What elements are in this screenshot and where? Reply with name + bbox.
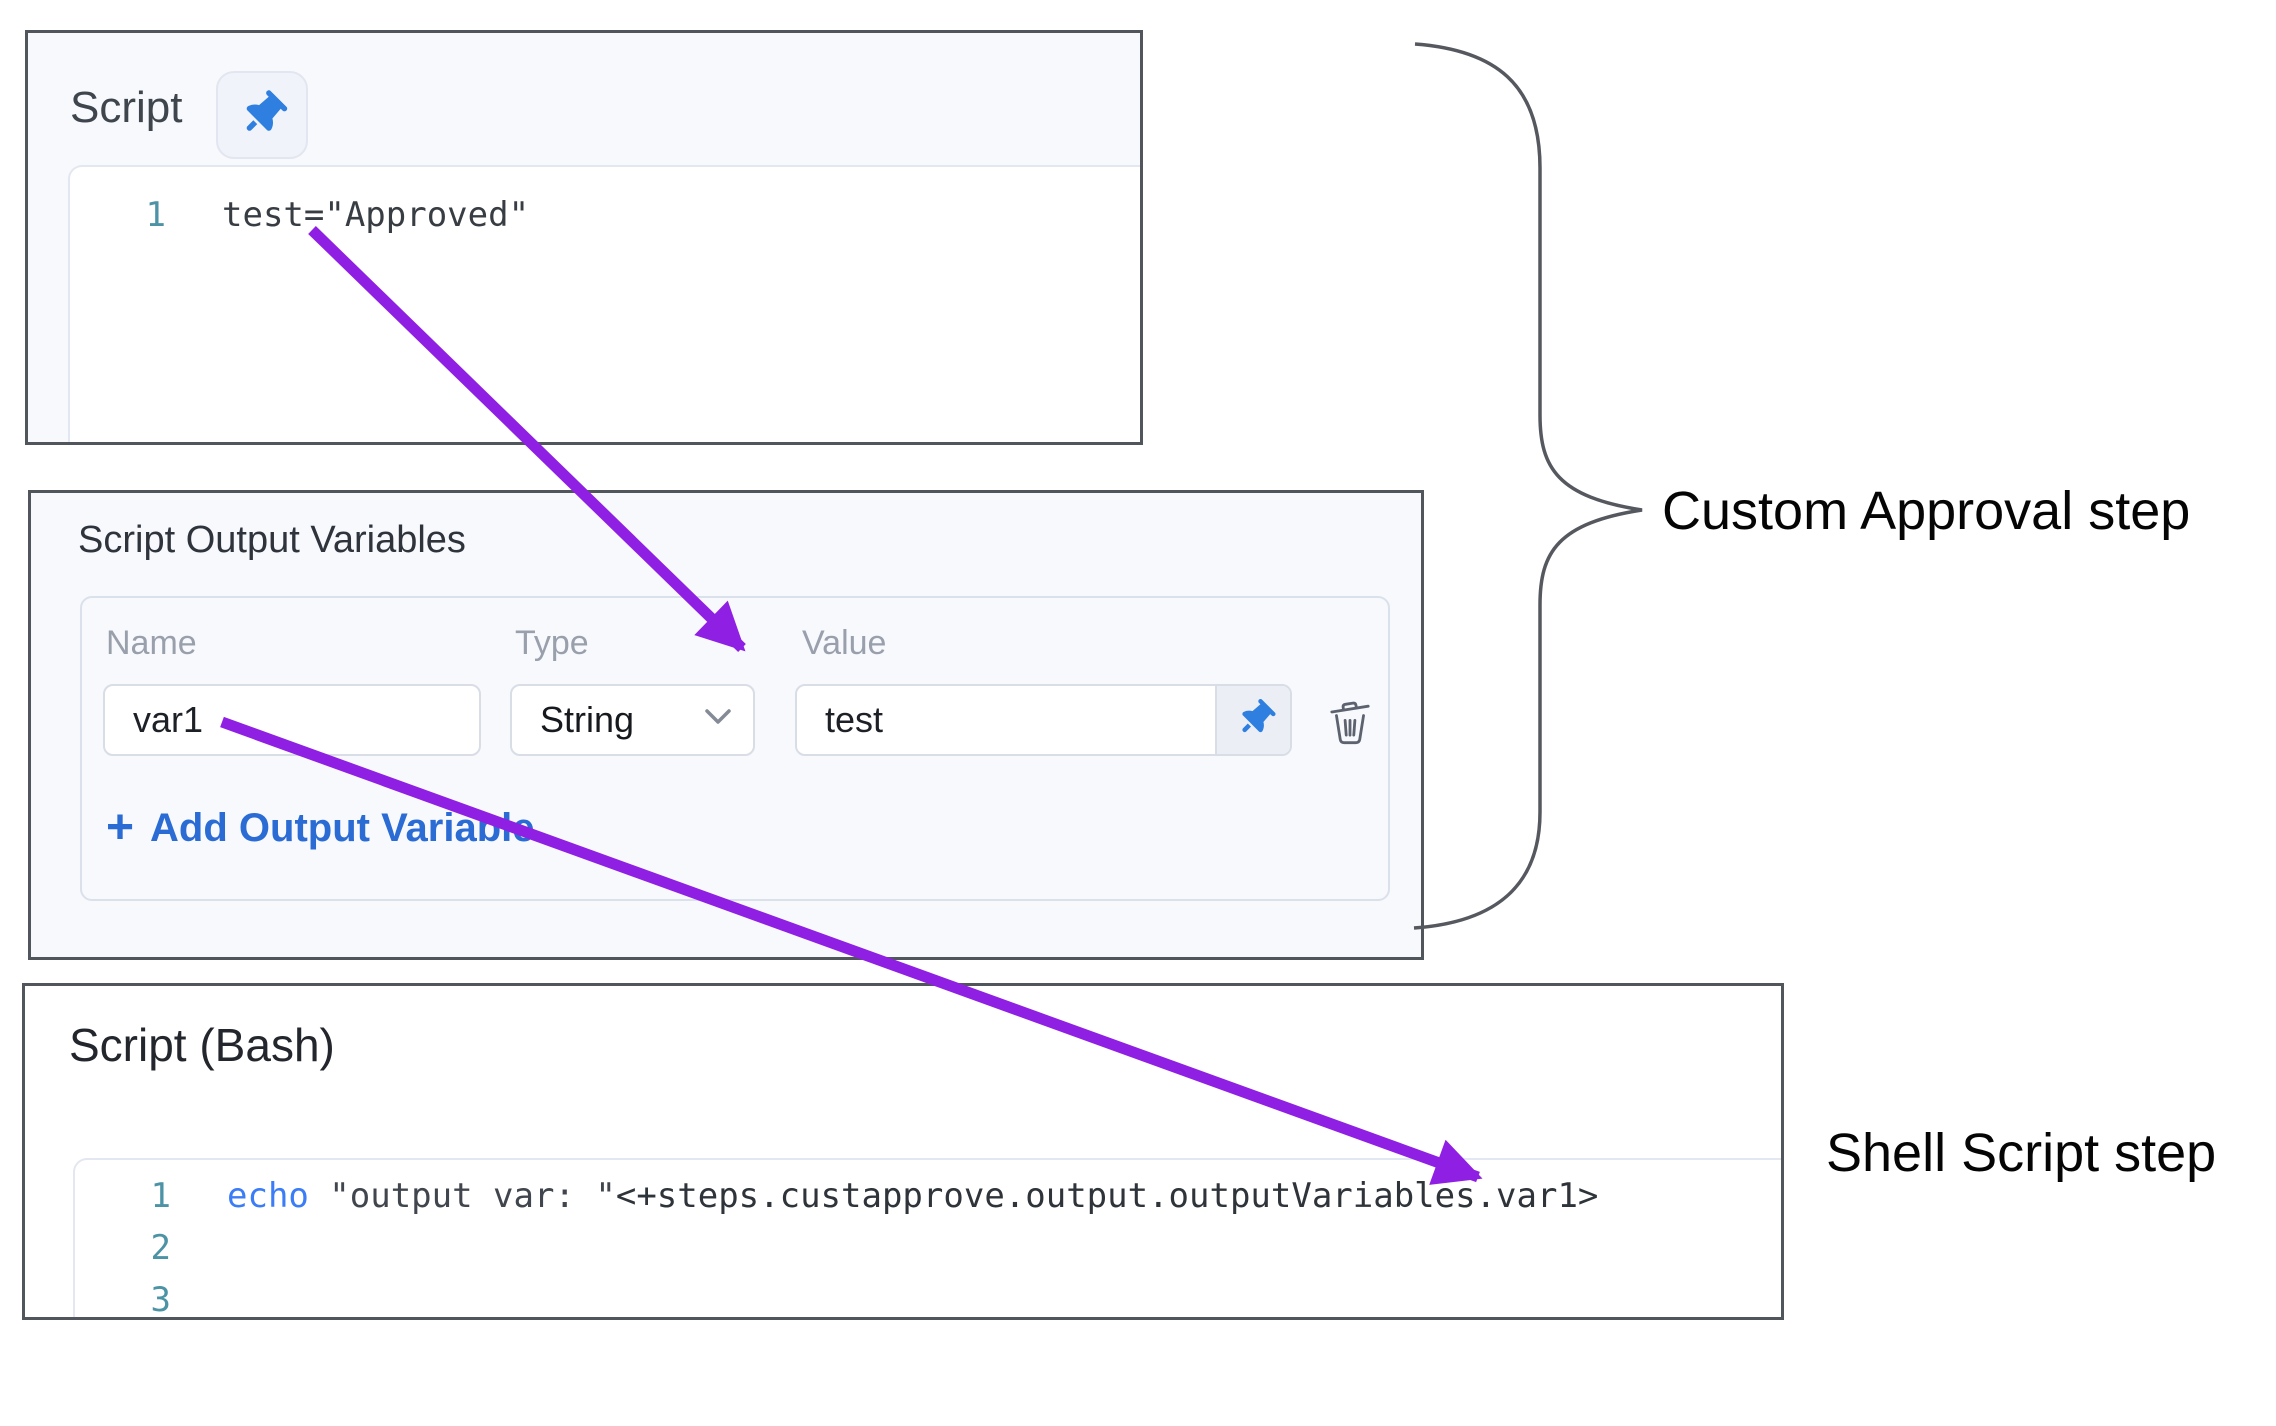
bash-string: "output var: " <box>329 1176 616 1216</box>
plus-icon: + <box>106 801 135 854</box>
code-line: 1 test="Approved" <box>70 189 1140 241</box>
variable-value-input[interactable] <box>797 686 1215 754</box>
output-variables-card: Name Type Value String <box>80 596 1390 901</box>
shell-script-step-label: Shell Script step <box>1826 1123 2217 1183</box>
variable-type-value: String <box>540 699 635 740</box>
code-line: 2 <box>75 1222 1781 1274</box>
custom-approval-step-label: Custom Approval step <box>1662 481 2191 541</box>
delete-variable-button[interactable] <box>1322 694 1378 750</box>
pushpin-icon <box>231 84 293 146</box>
code-text: test="Approved" <box>222 195 530 235</box>
curly-brace <box>1413 42 1643 930</box>
script-panel: Script 1 test="Approved" <box>25 30 1143 445</box>
line-number: 1 <box>145 195 166 235</box>
code-text: echo "output var: "<+steps.custapprove.ou… <box>227 1170 1598 1222</box>
add-output-variable-button[interactable]: + Add Output Variable <box>106 804 535 852</box>
value-column-label: Value <box>802 624 887 662</box>
bash-code-editor[interactable]: 1 echo "output var: "<+steps.custapprove.… <box>73 1158 1781 1317</box>
trash-icon <box>1324 701 1376 750</box>
script-output-variables-panel: Script Output Variables Name Type Value … <box>28 490 1424 960</box>
output-variables-title: Script Output Variables <box>78 519 466 561</box>
pushpin-icon <box>1228 694 1280 746</box>
variable-value-field <box>795 684 1292 756</box>
line-number: 3 <box>150 1280 171 1317</box>
script-panel-title: Script <box>70 83 183 132</box>
name-column-label: Name <box>106 624 197 662</box>
chevron-down-icon <box>705 709 731 731</box>
line-number: 1 <box>150 1176 171 1216</box>
line-number: 2 <box>150 1228 171 1268</box>
script-code-editor[interactable]: 1 test="Approved" <box>68 165 1140 442</box>
add-output-variable-label: Add Output Variable <box>150 805 535 850</box>
bash-keyword: echo <box>227 1176 309 1216</box>
variable-name-input[interactable] <box>105 686 479 754</box>
variable-type-select[interactable]: String <box>510 684 755 756</box>
value-pin-button[interactable] <box>1215 686 1290 754</box>
script-bash-title: Script (Bash) <box>69 1019 335 1071</box>
code-line: 1 echo "output var: "<+steps.custapprove.… <box>75 1170 1781 1222</box>
code-line: 3 <box>75 1274 1781 1317</box>
script-bash-panel: Script (Bash) 1 echo "output var: "<+step… <box>22 983 1784 1320</box>
pin-button[interactable] <box>216 71 308 159</box>
bash-expression: <+steps.custapprove.output.outputVariabl… <box>615 1176 1599 1216</box>
type-column-label: Type <box>515 624 589 662</box>
variable-name-field <box>103 684 481 756</box>
